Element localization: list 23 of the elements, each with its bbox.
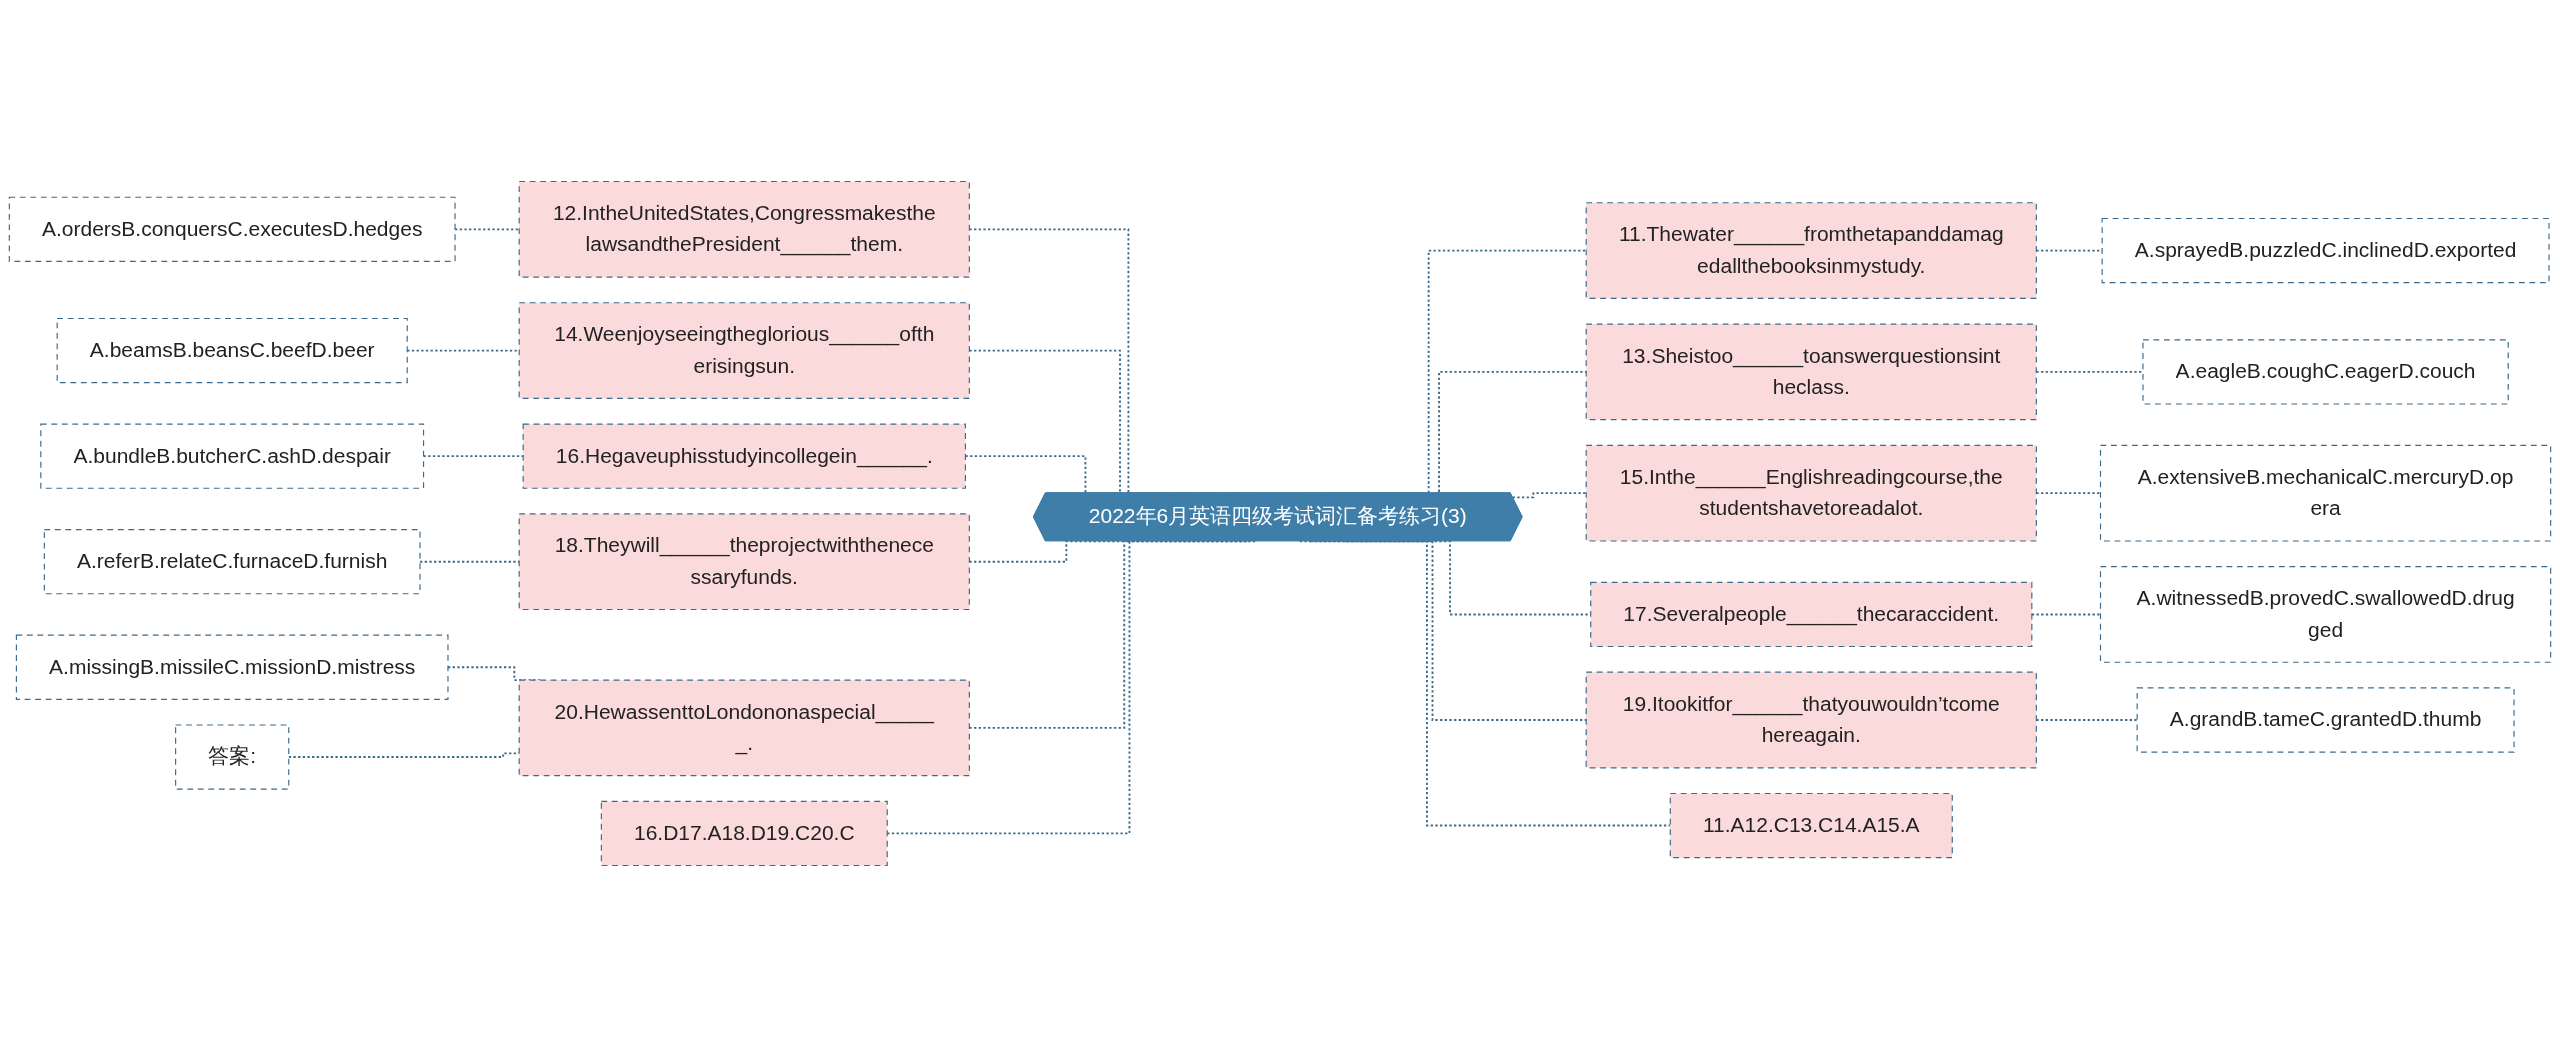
node-box: A.eagleB.coughC.eagerD.couch: [2142, 339, 2509, 405]
node-box: A.referB.relateC.furnaceD.furnish: [43, 529, 421, 595]
node-box: 18.Theywill______theprojectwiththenecessaryfunds.: [518, 513, 970, 611]
node-box: 17.Severalpeople______thecaraccident.: [1590, 581, 2033, 648]
node-box: 15.Inthe______Englishreadingcourse,thestudentshavetoreadalot.: [1585, 444, 2037, 542]
node-box: 13.Sheistoo______toanswerquestionsintheclass.: [1585, 323, 2037, 421]
node-box: 16.D17.A18.D19.C20.C: [600, 800, 888, 867]
node-box: 19.Itookitfor______thatyouwouldn’tcomehereagain.: [1585, 671, 2037, 769]
node-box: A.beamsB.beansC.beefD.beer: [56, 317, 408, 384]
node-box: 答案:: [175, 724, 290, 790]
node-box: 14.Weenjoyseeingtheglorious______oftherisingsun.: [518, 302, 970, 399]
node-box: 11.A12.C13.C14.A15.A: [1669, 792, 1953, 859]
node-box: A.witnessedB.provedC.swallowedD.drugged: [2099, 566, 2552, 663]
node-box: A.sprayedB.puzzledC.inclinedD.exported: [2101, 217, 2550, 284]
node-box: 20.HewassenttoLondononaspecial______.: [518, 679, 970, 777]
node-box: A.extensiveB.mechanicalC.mercuryD.opera: [2099, 444, 2552, 542]
node-box: 11.Thewater______fromthetapanddamagedallthebooksinmystudy.: [1585, 202, 2037, 299]
node-box: 16.Hegaveuphisstudyincollegein______.: [522, 423, 966, 489]
node-box: A.bundleB.butcherC.ashD.despair: [40, 423, 425, 489]
node-box: A.ordersB.conquersC.executesD.hedges: [8, 196, 456, 262]
node-box: A.grandB.tameC.grantedD.thumb: [2136, 687, 2515, 753]
node-box: A.missingB.missileC.missionD.mistress: [15, 634, 449, 700]
node-box: 12.IntheUnitedStates,CongressmakesthelawsandthePresident______them.: [518, 180, 970, 278]
